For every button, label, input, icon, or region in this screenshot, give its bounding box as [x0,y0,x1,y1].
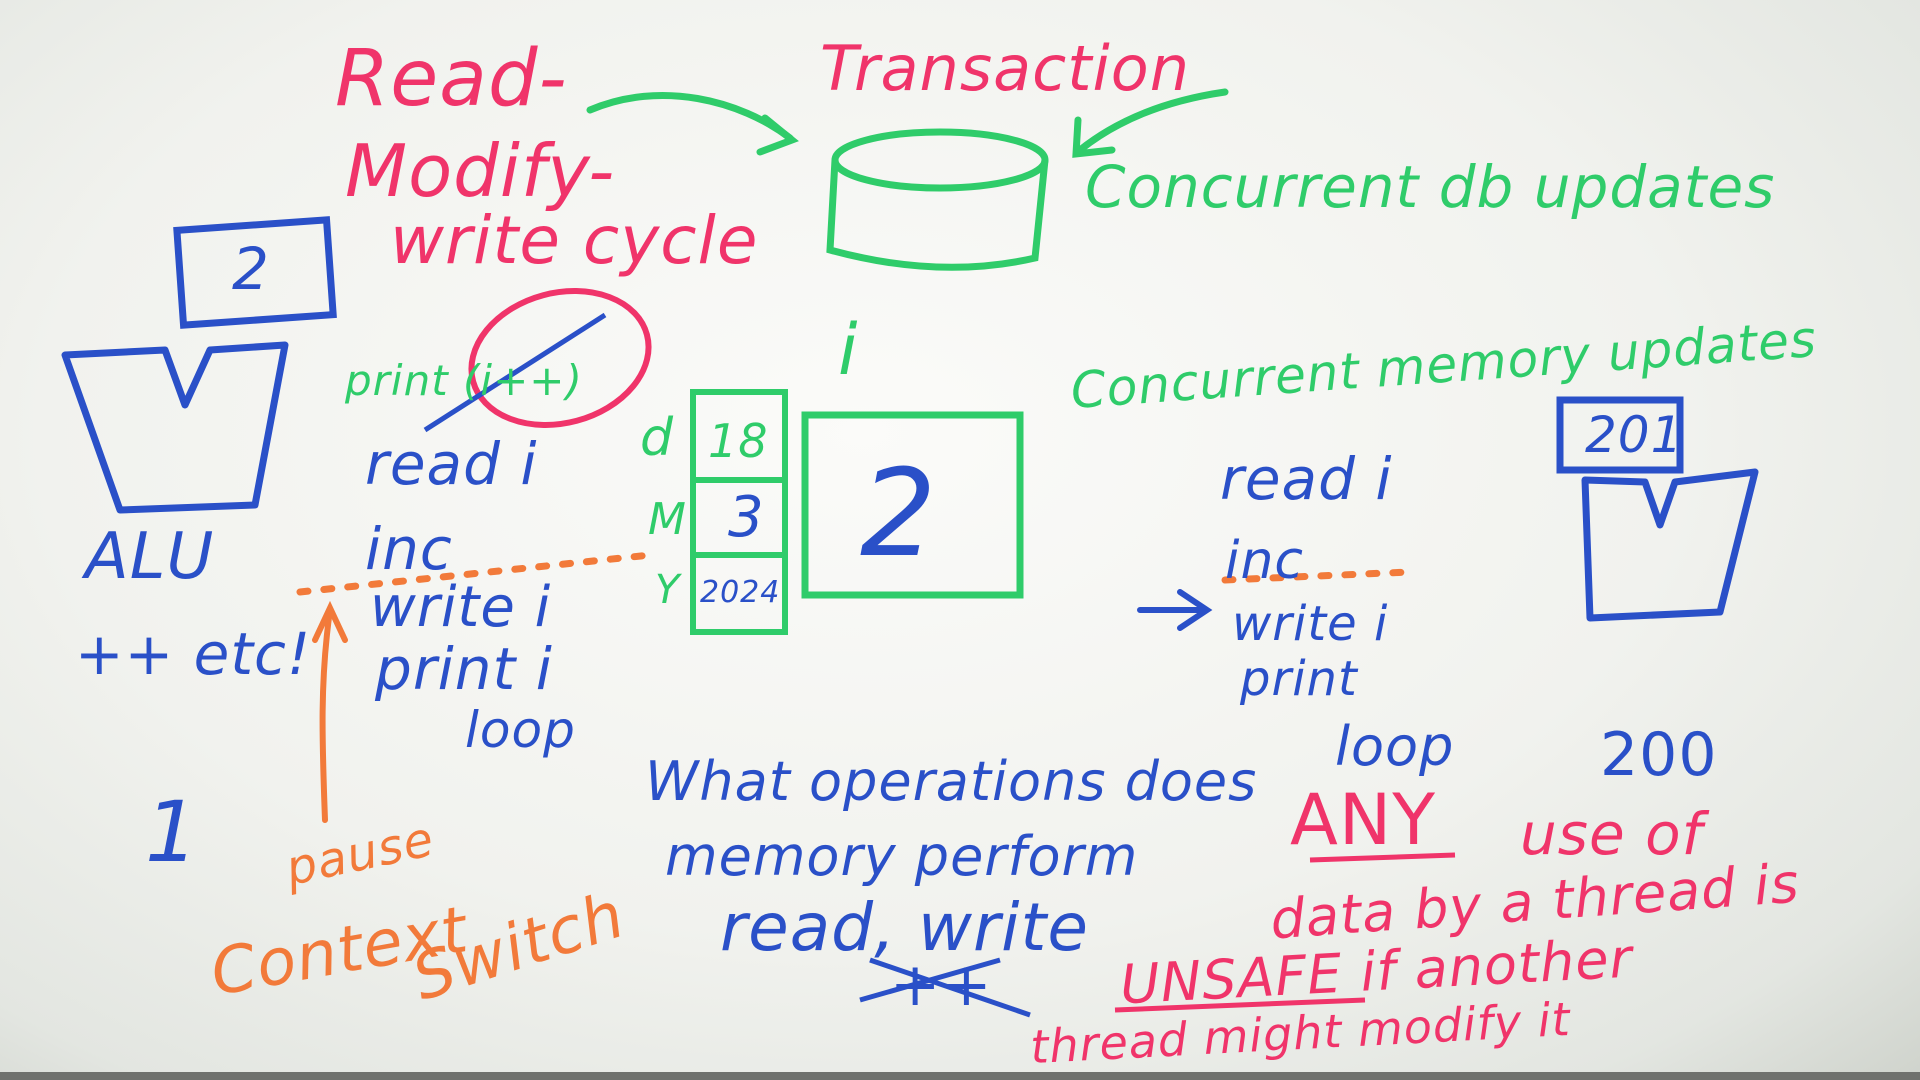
alu-right-icon [1581,468,1759,622]
pause-arrow [319,607,333,823]
stack-value-month: 3 [728,485,765,550]
thread1-line-3: write i [370,575,552,640]
switch-dotted-line-right [1221,568,1414,584]
struck-increment-op: ++ [890,950,993,1020]
stack-value-year: 2024 [700,575,781,610]
label-transaction: Transaction [820,32,1190,105]
thread-one-number: 1 [145,783,200,881]
circle-around-increment [468,288,652,428]
left-register-value: 2 [232,235,270,303]
label-write-cycle: write cycle [390,202,759,279]
memory-var-name: i [838,309,859,391]
any-underline [1309,852,1456,863]
label-read: Read- [335,34,568,124]
thread2-line-3: write i [1232,596,1389,652]
memory-stack [690,389,788,635]
strike-increment-op [859,957,1031,1018]
memory-cell-i [801,411,1024,599]
pause-arrow-head [312,600,348,643]
thread1-line-5: loop [465,701,576,759]
thread2-line-4: print [1240,651,1358,707]
question-line-1: What operations does [645,750,1258,813]
switch-dotted-line-left [296,551,654,596]
thread-two-count: 200 [1600,720,1718,790]
alu-left-icon [61,341,289,514]
strike-print-increment [423,312,607,433]
thread1-line-4: print i [375,635,553,703]
label-modify: Modify- [345,129,616,213]
label-ops: ++ etc! [75,620,312,688]
stack-value-day: 18 [708,414,769,468]
arrow-to-transaction-head [756,114,799,156]
thread1-line-1: read i [365,430,538,498]
answer-read-write: read, write [720,889,1089,966]
memory-cell-value: 2 [860,445,938,584]
left-register-box [173,216,337,329]
unsafe-underline [1114,997,1366,1013]
label-print-increment: print (i++) [345,356,583,405]
label-concurrent-db: Concurrent db updates [1085,153,1776,221]
label-alu: ALU [85,520,215,594]
thread2-line-5: loop [1335,715,1455,778]
thread1-line-2: inc [365,515,453,583]
arrow-from-concurrent-db-head [1072,116,1116,158]
database-cylinder-icon [826,128,1049,271]
stack-label-d: d [640,408,675,468]
label-use-of: use of [1520,800,1704,868]
thread2-line-1: read i [1220,445,1393,513]
stack-label-m: M [648,494,687,545]
right-register-value: 201 [1585,406,1684,464]
arrow-to-transaction [586,91,794,142]
arrow-from-concurrent-db [1076,88,1229,154]
question-line-2: memory perform [665,825,1139,888]
thread2-line-2: inc [1225,531,1304,591]
stack-label-y: Y [655,567,681,613]
current-instruction-arrow [1137,589,1213,631]
board-tray [0,1072,1920,1080]
right-register-box [1556,396,1684,474]
label-any: ANY [1290,779,1437,861]
